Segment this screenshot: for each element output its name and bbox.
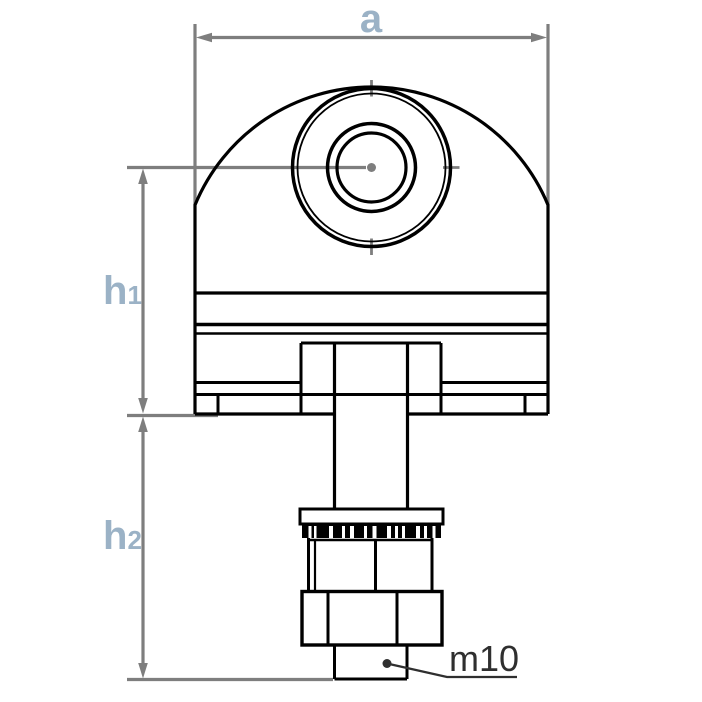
dim-h2-label-sub: 2 bbox=[127, 525, 141, 555]
stem bbox=[332, 343, 410, 509]
serration-slot bbox=[372, 526, 377, 538]
pivot-boss bbox=[290, 86, 453, 249]
serration-slot bbox=[416, 526, 420, 538]
leader-line bbox=[386, 662, 517, 679]
dim-a-arrow-left bbox=[196, 32, 212, 43]
serration-slot bbox=[342, 526, 345, 538]
serration-slot bbox=[314, 526, 317, 538]
stud-outline bbox=[333, 645, 409, 681]
dim-h1-arrow-bottom bbox=[138, 398, 148, 414]
collar bbox=[307, 538, 434, 592]
serration-slot bbox=[364, 526, 367, 538]
nut-outline bbox=[300, 589, 444, 647]
thread-callout: m10 bbox=[382, 638, 519, 679]
dimension-a: a bbox=[193, 0, 550, 205]
thread-size-label: m10 bbox=[449, 638, 519, 679]
base-foot-dividers bbox=[216, 394, 527, 414]
dim-h1-label-base: h bbox=[103, 269, 127, 313]
serration-slot bbox=[308, 526, 312, 538]
serration-band bbox=[302, 524, 441, 538]
upper-body bbox=[193, 85, 550, 416]
dim-a-arrow-right bbox=[531, 32, 547, 43]
hole-bore-circle bbox=[335, 131, 408, 204]
hole-chamfer-circle bbox=[325, 121, 418, 214]
boss-outer-circle bbox=[290, 86, 453, 249]
collar-sides bbox=[307, 538, 434, 592]
dim-h2-arrow-bottom bbox=[138, 663, 148, 679]
dim-h1-arrow-top bbox=[138, 168, 148, 184]
serration-slot bbox=[424, 526, 427, 538]
serration-slot bbox=[350, 526, 354, 538]
stem-boss-block bbox=[299, 341, 443, 414]
dim-h2-label-base: h bbox=[103, 514, 127, 558]
stem-sides bbox=[332, 343, 410, 509]
serration-slot bbox=[329, 526, 333, 538]
dim-h1-label-sub: 1 bbox=[127, 280, 141, 310]
boss-inner-circle bbox=[296, 92, 447, 243]
serration-slot bbox=[387, 526, 391, 538]
flange-plate bbox=[298, 507, 445, 526]
threaded-stud bbox=[333, 645, 409, 681]
dimension-h2: h2 bbox=[103, 416, 333, 682]
nut-flat-lines bbox=[326, 591, 399, 645]
dimension-h1: h1 bbox=[103, 165, 366, 418]
serrated-ring bbox=[302, 524, 441, 538]
dim-a-label: a bbox=[360, 0, 383, 41]
dim-h1-label: h1 bbox=[103, 269, 142, 313]
serration-slots bbox=[308, 526, 436, 538]
serration-slot bbox=[395, 526, 398, 538]
serration-slot bbox=[432, 526, 436, 538]
dim-h2-label: h2 bbox=[103, 514, 142, 558]
serration-slot bbox=[402, 526, 405, 538]
dim-h2-arrow-top bbox=[138, 416, 148, 432]
hex-nut bbox=[300, 589, 444, 647]
center-dot bbox=[367, 163, 376, 172]
flange bbox=[298, 507, 445, 526]
